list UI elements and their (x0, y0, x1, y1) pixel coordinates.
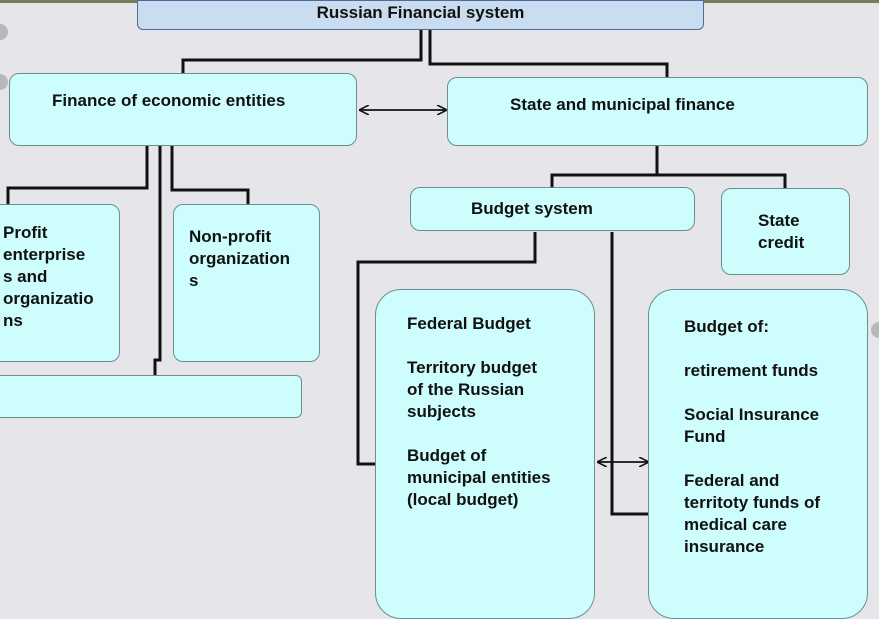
connector-economic-bottom (153, 146, 162, 376)
spacer (407, 423, 594, 445)
node-profit-enterprises: Profit enterprise s and organizatio ns (0, 204, 120, 362)
node-state-credit: State credit (721, 188, 850, 275)
state-credit-line-2: credit (758, 233, 805, 252)
medical-line-2: territoty funds of (684, 493, 820, 512)
right-nub (871, 322, 879, 338)
medical-line-3: medical care (684, 515, 788, 534)
municipal-line-1: Budget of (407, 446, 487, 465)
node-budgets-list: Federal Budget Territory budget of the R… (375, 289, 595, 619)
social-line-2: Fund (684, 427, 726, 446)
spacer (684, 382, 867, 404)
connector-lines (6, 30, 787, 516)
funds-heading-text: Budget of: (684, 317, 769, 336)
territory-line-2: of the Russian (407, 380, 525, 399)
node-state-municipal-finance: State and municipal finance (447, 77, 868, 146)
node-budget-system-text: Budget system (471, 199, 593, 218)
federal-budget-text: Federal Budget (407, 314, 531, 333)
node-budget-system: Budget system (410, 187, 695, 231)
left-nub-upper (0, 24, 8, 40)
medical-line-1: Federal and (684, 471, 780, 490)
profit-line-2: enterprise (3, 245, 86, 264)
spacer (407, 335, 594, 357)
connector-economic-nonprofit (170, 146, 250, 204)
municipal-line-2: municipal entities (407, 468, 551, 487)
left-nub-lower (0, 74, 8, 90)
node-non-profit-organizations: Non-profit organization s (173, 204, 320, 362)
territory-line-1: Territory budget (407, 358, 538, 377)
spacer (684, 338, 867, 360)
connector-budget-funds (610, 232, 650, 516)
node-state-text: State and municipal finance (510, 95, 735, 114)
connector-title-economic (181, 30, 423, 74)
profit-line-4: organizatio (3, 289, 94, 308)
node-funds-list: Budget of: retirement funds Social Insur… (648, 289, 868, 619)
nonprofit-line-2: organization (189, 249, 291, 268)
connector-budget-federal (356, 232, 537, 466)
node-empty-bottom (0, 375, 302, 418)
state-credit-line-1: State (758, 211, 800, 230)
nonprofit-line-1: Non-profit (189, 227, 272, 246)
territory-line-3: subjects (407, 402, 476, 421)
node-finance-economic-entities: Finance of economic entities (9, 73, 357, 146)
spacer (684, 448, 867, 470)
connector-state-credit (657, 173, 787, 188)
node-russian-financial-system: Russian Financial system (137, 0, 704, 30)
connector-economic-profit (6, 146, 149, 204)
municipal-line-3: (local budget) (407, 490, 519, 509)
node-title-text: Russian Financial system (316, 3, 525, 22)
node-economic-text: Finance of economic entities (52, 91, 286, 110)
profit-line-3: s and (3, 267, 48, 286)
social-line-1: Social Insurance (684, 405, 820, 424)
retirement-funds-text: retirement funds (684, 361, 819, 380)
connector-state-budgets (550, 146, 659, 188)
medical-line-4: insurance (684, 537, 765, 556)
nonprofit-line-3: s (189, 271, 199, 290)
profit-line-5: ns (3, 311, 23, 330)
connector-title-state (428, 30, 669, 78)
profit-line-1: Profit (3, 223, 48, 242)
